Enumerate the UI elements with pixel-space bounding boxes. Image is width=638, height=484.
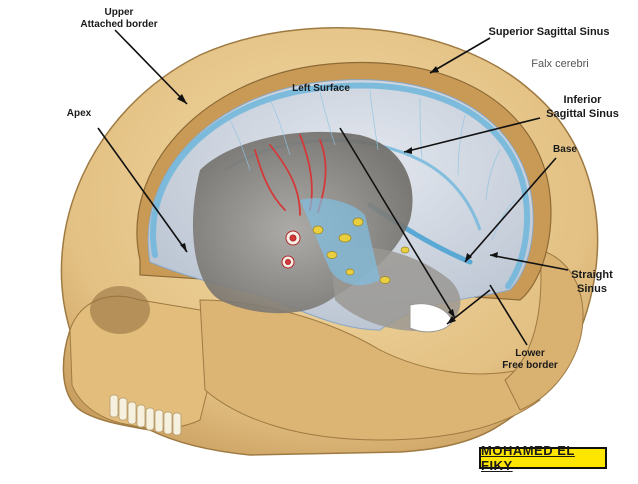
occipital-bone xyxy=(504,249,584,411)
pointer-free-border-notch xyxy=(446,289,491,325)
pointer-lower-free-border xyxy=(489,284,528,346)
pointer-left-surface xyxy=(339,127,456,319)
pointer-upper-attached-border xyxy=(114,29,188,105)
pointer-straight-sinus xyxy=(489,254,569,271)
label-upper-attached-border: Upper Attached border xyxy=(80,7,158,30)
pointer-superior-sagittal-sinus xyxy=(429,37,491,74)
orbit xyxy=(90,286,150,334)
label-straight-sinus: Straight Sinus xyxy=(571,269,613,295)
label-base: Base xyxy=(553,144,577,155)
author-badge: MOHAMED EL FIKY xyxy=(479,443,607,473)
label-inferior-sagittal-sinus: Inferior Sagittal Sinus xyxy=(546,94,619,120)
temporal-bone xyxy=(199,299,541,441)
pointer-arrowheads xyxy=(177,66,498,324)
pointer-apex xyxy=(97,127,188,253)
falx-veins xyxy=(229,89,516,241)
label-superior-sagittal-sinus: Superior Sagittal Sinus xyxy=(488,26,610,38)
cranial-nerves xyxy=(312,217,410,284)
label-left-surface: Left Surface xyxy=(292,83,350,94)
vessel-sections xyxy=(281,230,301,269)
label-apex: Apex xyxy=(66,108,92,119)
label-falx-cerebri: Falx cerebri xyxy=(531,58,589,70)
label-lower-free-border: Lower Free border xyxy=(502,348,558,371)
teeth xyxy=(109,394,182,436)
superior-sagittal-sinus xyxy=(150,82,530,289)
pointer-base xyxy=(464,157,557,263)
pointer-inferior-sagittal-sinus xyxy=(403,117,541,153)
pointer-lines xyxy=(97,29,569,346)
